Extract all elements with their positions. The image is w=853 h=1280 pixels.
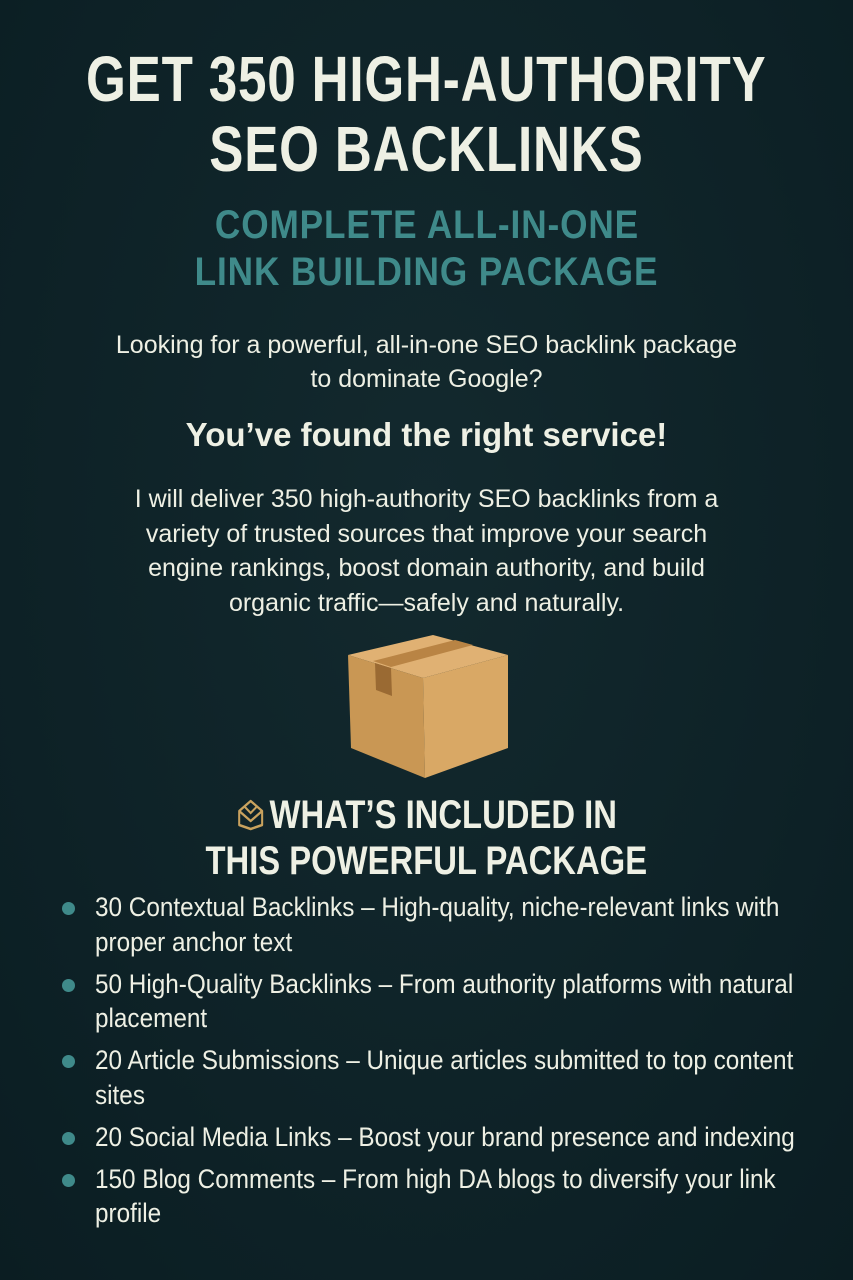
open-box-icon [237, 799, 263, 831]
bullet-icon [62, 1173, 75, 1187]
cardboard-box-image [348, 635, 508, 778]
main-title: GET 350 HIGH-AUTHORITY SEO BACKLINKS [0, 44, 853, 184]
intro-text: Looking for a powerful, all-in-one SEO b… [0, 328, 853, 396]
list-item-text: 50 High-Quality Backlinks – From authori… [95, 968, 794, 1034]
included-heading: WHAT’S INCLUDED IN THIS POWERFUL PACKAGE [0, 792, 853, 884]
list-item: 30 Contextual Backlinks – High-quality, … [60, 890, 820, 959]
bullet-icon [62, 1055, 75, 1068]
included-list: 30 Contextual Backlinks – High-quality, … [60, 890, 820, 1238]
subtitle-line-1: COMPLETE ALL-IN-ONE [214, 203, 639, 247]
list-item: 20 Social Media Links – Boost your brand… [60, 1120, 820, 1155]
description-line: variety of trusted sources that improve … [145, 519, 708, 548]
description-line: I will deliver 350 high-authority SEO ba… [134, 485, 719, 513]
subtitle-line-2: LINK BUILDING PACKAGE [194, 250, 659, 294]
bullet-icon [62, 902, 75, 915]
included-heading-line-2: THIS POWERFUL PACKAGE [205, 839, 648, 883]
list-item-text: 20 Article Submissions – Unique articles… [95, 1045, 794, 1110]
found-heading-text: You’ve found the right service! [185, 416, 668, 453]
intro-line-1: Looking for a powerful, all-in-one SEO b… [115, 331, 738, 359]
intro-line-2: to dominate Google? [310, 365, 543, 393]
description-line: organic traffic—safely and naturally. [228, 588, 625, 617]
list-item: 150 Blog Comments – From high DA blogs t… [60, 1162, 820, 1231]
list-item-text: 20 Social Media Links – Boost your brand… [95, 1121, 795, 1152]
title-line-2: SEO BACKLINKS [209, 113, 644, 185]
list-item: 50 High-Quality Backlinks – From authori… [60, 967, 820, 1036]
bullet-icon [62, 1131, 75, 1145]
bullet-icon [62, 978, 75, 992]
list-item: 20 Article Submissions – Unique articles… [60, 1043, 820, 1112]
description: I will deliver 350 high-authority SEO ba… [0, 482, 853, 620]
included-heading-line-1: WHAT’S INCLUDED IN [269, 793, 617, 837]
list-item-text: 150 Blog Comments – From high DA blogs t… [95, 1163, 776, 1229]
list-item-text: 30 Contextual Backlinks – High-quality, … [95, 892, 780, 957]
title-line-1: GET 350 HIGH-AUTHORITY [86, 43, 767, 115]
description-line: engine rankings, boost domain authority,… [148, 554, 705, 582]
found-heading: You’ve found the right service! [0, 416, 853, 454]
subtitle: COMPLETE ALL-IN-ONE LINK BUILDING PACKAG… [0, 202, 853, 296]
